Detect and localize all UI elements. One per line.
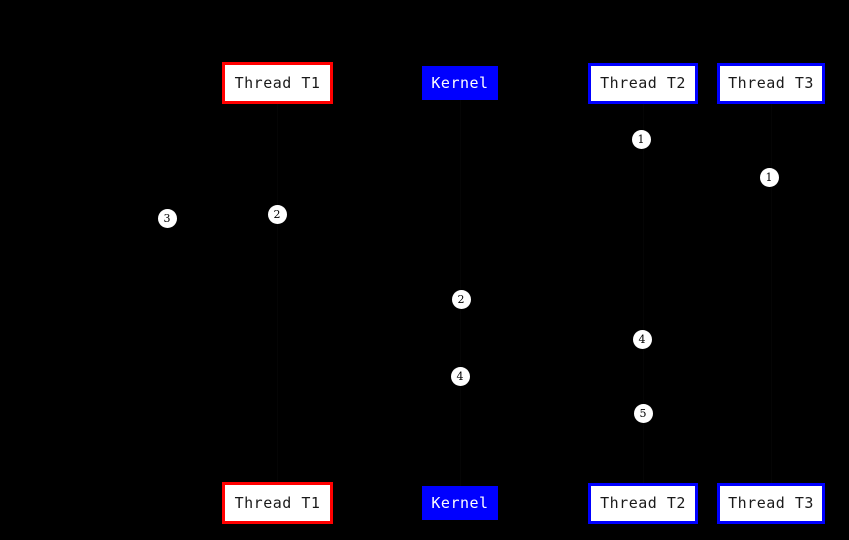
participant-header-t3[interactable]: Thread T3 xyxy=(717,63,825,104)
participant-label-t2-footer: Thread T2 xyxy=(600,494,686,512)
step-badge: 2 xyxy=(451,289,471,309)
participant-label-t1: Thread T1 xyxy=(234,73,321,92)
participant-label-t3-footer: Thread T3 xyxy=(728,494,814,512)
participant-header-kernel[interactable]: Kernel xyxy=(422,66,498,100)
participant-label-kernel: Kernel xyxy=(431,73,489,92)
participant-footer-kernel[interactable]: Kernel xyxy=(422,486,498,520)
step-badge: 2 xyxy=(267,204,287,224)
participant-label-kernel-footer: Kernel xyxy=(431,493,489,512)
participant-footer-t2[interactable]: Thread T2 xyxy=(588,483,698,524)
participant-label-t3: Thread T3 xyxy=(728,74,814,92)
step-badge: 5 xyxy=(633,403,653,423)
step-badge: 1 xyxy=(631,129,651,149)
lifeline-t3 xyxy=(771,104,772,483)
participant-header-t2[interactable]: Thread T2 xyxy=(588,63,698,104)
participant-label-t1-footer: Thread T1 xyxy=(234,493,321,512)
step-badge: 4 xyxy=(450,366,470,386)
lifeline-t1 xyxy=(277,104,278,482)
step-badge: 4 xyxy=(632,329,652,349)
step-badge: 1 xyxy=(759,167,779,187)
participant-footer-t1[interactable]: Thread T1 xyxy=(222,482,333,524)
participant-label-t2: Thread T2 xyxy=(600,74,686,92)
participant-footer-t3[interactable]: Thread T3 xyxy=(717,483,825,524)
step-badge: 3 xyxy=(157,208,177,228)
lifeline-t2 xyxy=(643,104,644,483)
participant-header-t1[interactable]: Thread T1 xyxy=(222,62,333,104)
